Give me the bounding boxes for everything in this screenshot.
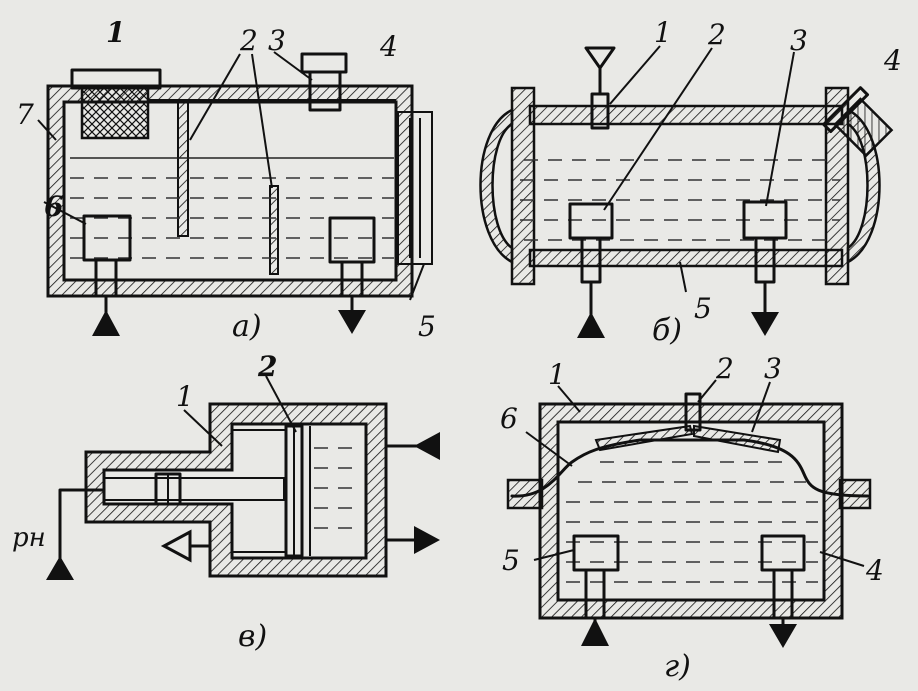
caption-v: в) xyxy=(238,619,267,654)
piston-rod xyxy=(103,477,285,501)
label-a-3: 3 xyxy=(268,24,286,57)
label-a-2: 2 xyxy=(239,24,258,57)
label-a-1: 1 xyxy=(106,16,125,49)
liquid-g xyxy=(566,461,818,583)
pressure-label: pн xyxy=(12,523,46,553)
label-a-4: 4 xyxy=(379,30,398,63)
dished-end-left xyxy=(479,108,514,265)
outlet-arrow-g xyxy=(769,624,797,648)
label-v-2: 2 xyxy=(257,350,277,383)
liquid-v xyxy=(314,447,362,529)
accumulator-body xyxy=(84,402,388,578)
label-g-2: 2 xyxy=(715,352,734,385)
diagram-a: 1 2 3 4 5 6 7 а) xyxy=(16,16,436,344)
outlet-arrow-b xyxy=(751,312,779,336)
label-b-2: 2 xyxy=(707,18,726,51)
diaphragm xyxy=(510,438,870,498)
flange-left xyxy=(510,86,536,286)
label-v-1: 1 xyxy=(176,380,194,413)
caption-b: б) xyxy=(652,313,682,348)
outlet-arrow-a xyxy=(338,310,366,334)
drain-arrow-v xyxy=(160,529,192,563)
pipe-block-g-5 xyxy=(572,534,620,572)
breather-cap xyxy=(300,52,348,74)
caption-a: а) xyxy=(232,309,262,344)
label-a-6: 6 xyxy=(44,190,63,223)
outlet-arrow-v xyxy=(414,526,440,554)
diagram-g: 1 2 3 4 5 6 г) xyxy=(500,352,884,684)
partition-right xyxy=(269,185,279,275)
label-g-3: 3 xyxy=(764,352,782,385)
partition-left xyxy=(177,101,189,237)
filter-element xyxy=(80,86,150,140)
funnel-icon xyxy=(584,46,616,70)
liquid-b xyxy=(520,159,840,241)
label-b-4: 4 xyxy=(883,44,902,77)
diaphragm-tank-walls xyxy=(538,402,844,620)
shell-bottom-wall xyxy=(528,248,844,268)
caption-g: г) xyxy=(664,649,691,684)
shell-top-wall xyxy=(528,104,844,126)
label-g-6: 6 xyxy=(500,402,518,435)
diagram-b: 1 2 3 4 5 б) xyxy=(479,16,902,348)
label-b-3: 3 xyxy=(790,24,808,57)
label-a-7: 7 xyxy=(16,98,34,131)
label-g-4: 4 xyxy=(865,554,884,587)
pipe-block-g-4 xyxy=(760,534,806,572)
breather-body xyxy=(308,70,342,112)
label-g-1: 1 xyxy=(548,358,566,391)
flange-right xyxy=(824,86,850,286)
return-pipe-block xyxy=(328,216,376,264)
level-gauge xyxy=(397,111,433,265)
label-g-5: 5 xyxy=(502,544,520,577)
liquid-a xyxy=(70,157,394,259)
diagram-v: 1 2 pн в) xyxy=(12,350,440,654)
label-b-1: 1 xyxy=(654,16,672,49)
inlet-arrow-v xyxy=(414,432,440,460)
inlet-arrow-b xyxy=(577,312,605,338)
pressure-arrow xyxy=(46,556,74,580)
label-b-5: 5 xyxy=(694,292,712,325)
inlet-arrow-a xyxy=(92,310,120,336)
inlet-arrow-g xyxy=(581,618,609,646)
label-a-5: 5 xyxy=(418,310,436,343)
